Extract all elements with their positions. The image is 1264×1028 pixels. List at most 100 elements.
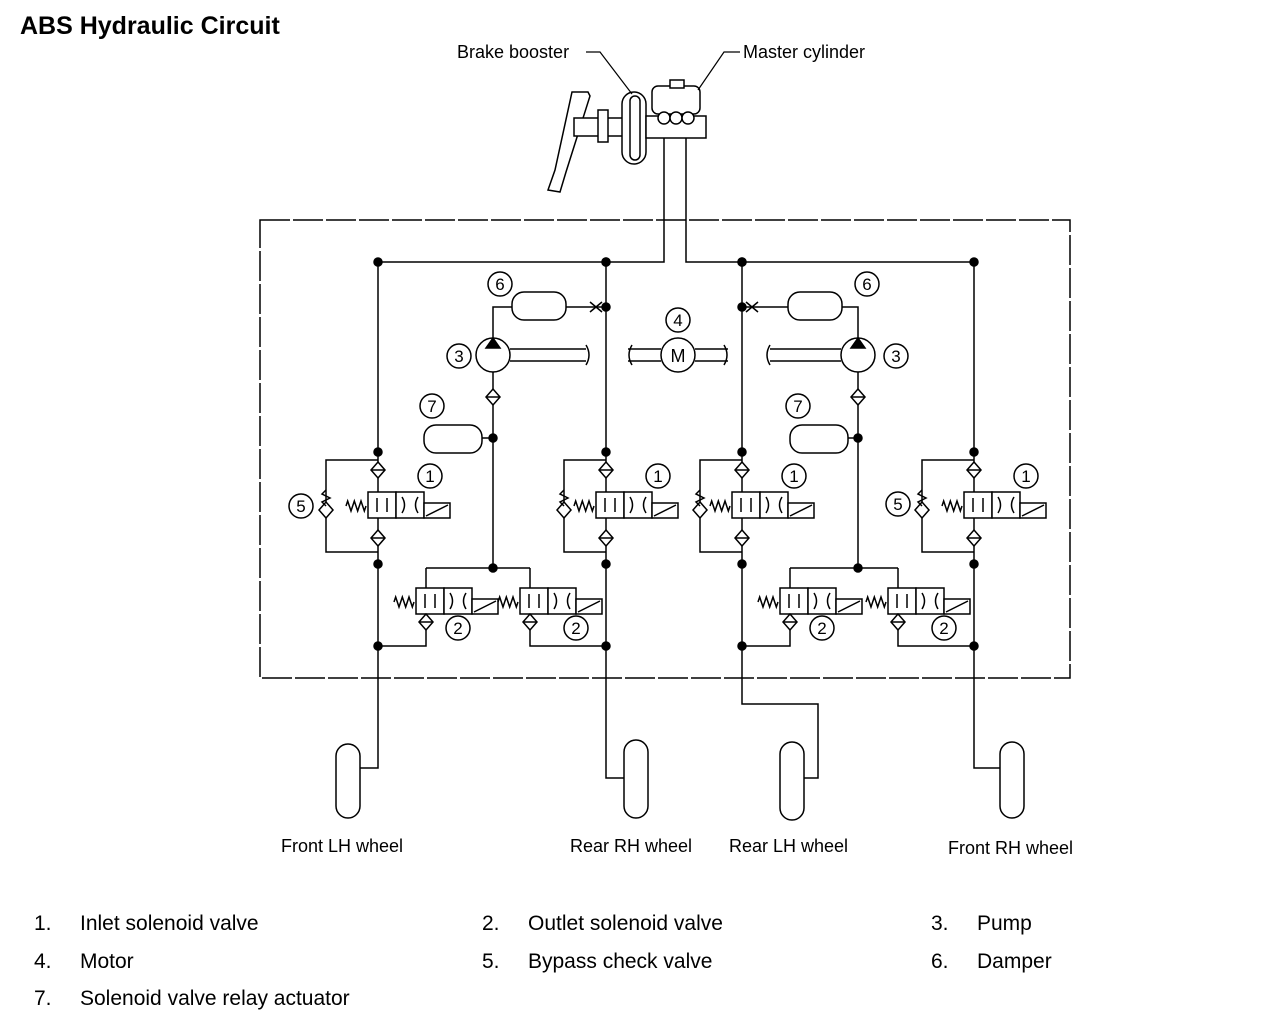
legend-text: Outlet solenoid valve (528, 912, 723, 935)
check-valve-icon (370, 460, 386, 480)
legend-text: Damper (977, 950, 1052, 973)
callout-inlet-front-rh: 1 (1013, 463, 1039, 489)
brake-booster (621, 91, 647, 165)
solenoid-valve-relay-actuator-right (789, 424, 849, 454)
inlet-solenoid-valve-front-lh (345, 491, 451, 519)
legend-text: Solenoid valve relay actuator (80, 987, 350, 1010)
svg-text:6: 6 (495, 275, 504, 294)
junction-dot (737, 447, 747, 457)
check-valve-icon (890, 612, 906, 632)
check-valve-icon (370, 528, 386, 548)
svg-text:1: 1 (1021, 467, 1030, 486)
svg-text:7: 7 (427, 397, 436, 416)
legend-text: Inlet solenoid valve (80, 912, 259, 935)
spring-icon (941, 498, 963, 514)
svg-text:3: 3 (891, 347, 900, 366)
legend-text: Motor (80, 950, 134, 973)
callout-outlet-right-b: 2 (931, 615, 957, 641)
solenoid-valve-relay-actuator-left (423, 424, 483, 454)
junction-dot (601, 302, 611, 312)
junction-dot (373, 559, 383, 569)
svg-text:1: 1 (653, 467, 662, 486)
callout-inlet-rear-lh: 1 (781, 463, 807, 489)
junction-dot (373, 447, 383, 457)
rear-lh-wheel (779, 741, 805, 821)
junction-dot (601, 257, 611, 267)
legend-number: 4. (34, 950, 52, 973)
svg-text:2: 2 (571, 619, 580, 638)
callout-inlet-rear-rh: 1 (645, 463, 671, 489)
inlet-solenoid-valve-rear-rh (573, 491, 679, 519)
junction-dot (601, 447, 611, 457)
outlet-solenoid-valve-right-a (757, 587, 863, 615)
legend-number: 3. (931, 912, 949, 935)
callout-pump-right: 3 (883, 343, 909, 369)
svg-text:6: 6 (862, 275, 871, 294)
check-valve-icon (734, 460, 750, 480)
front-rh-wheel (999, 741, 1025, 819)
junction-dot (737, 302, 747, 312)
inlet-solenoid-valve-rear-lh (709, 491, 815, 519)
svg-text:1: 1 (425, 467, 434, 486)
bypass-check-valve-rear-rh (556, 489, 572, 520)
svg-text:5: 5 (893, 495, 902, 514)
callout-pump-left: 3 (446, 343, 472, 369)
bypass-check-valve-front-rh (914, 489, 930, 520)
spring-icon (393, 594, 415, 610)
spring-icon (573, 498, 595, 514)
master-cylinder-label: Master cylinder (743, 42, 866, 62)
legend-number: 5. (482, 950, 500, 973)
damper-left (511, 291, 567, 321)
pump-left (475, 336, 511, 373)
hcu-module-boundary (259, 219, 1071, 679)
master-cylinder (645, 79, 707, 139)
svg-text:2: 2 (453, 619, 462, 638)
check-valve-icon (522, 612, 538, 632)
rear-rh-wheel (623, 739, 649, 819)
junction-dot (969, 559, 979, 569)
junction-dot (969, 447, 979, 457)
legend-number: 6. (931, 950, 949, 973)
legend-number: 1. (34, 912, 52, 935)
check-valve-icon (966, 460, 982, 480)
check-valve-icon (598, 460, 614, 480)
wheel-label-rear-rh: Rear RH wheel (570, 836, 693, 856)
front-lh-wheel (335, 743, 361, 819)
junction-dot (969, 257, 979, 267)
callout-damper-left: 6 (487, 271, 513, 297)
legend-number: 7. (34, 987, 52, 1010)
check-valve-icon (850, 387, 866, 407)
svg-text:7: 7 (793, 397, 802, 416)
callout-actuator-left: 7 (419, 393, 445, 419)
wheel-label-rear-lh: Rear LH wheel (729, 836, 849, 856)
svg-text:5: 5 (296, 497, 305, 516)
check-valve-icon (782, 612, 798, 632)
brake-booster-label: Brake booster (457, 42, 570, 62)
legend-number: 2. (482, 912, 500, 935)
callout-damper-right: 6 (854, 271, 880, 297)
wheel-label-front-lh: Front LH wheel (281, 836, 404, 856)
legend-text: Bypass check valve (528, 950, 713, 973)
spring-icon (497, 594, 519, 610)
junction-dot (373, 257, 383, 267)
outlet-solenoid-valve-left-a (393, 587, 499, 615)
callout-motor: 4 (665, 307, 691, 333)
motor-symbol: M (671, 346, 686, 366)
damper-right (787, 291, 843, 321)
outlet-solenoid-valve-left-b (497, 587, 603, 615)
brake-pedal (546, 91, 627, 193)
callout-bypass-right: 5 (885, 491, 911, 517)
callout-outlet-left-a: 2 (445, 615, 471, 641)
check-valve-icon (734, 528, 750, 548)
check-valve-icon (418, 612, 434, 632)
motor (585, 337, 771, 373)
pump-right (840, 336, 876, 373)
outlet-solenoid-valve-right-b (865, 587, 971, 615)
junction-dot (601, 559, 611, 569)
svg-text:2: 2 (817, 619, 826, 638)
legend-text: Pump (977, 912, 1032, 935)
junction-dot (737, 257, 747, 267)
orifice-icon (745, 301, 759, 313)
wheel-label-front-rh: Front RH wheel (948, 838, 1074, 858)
